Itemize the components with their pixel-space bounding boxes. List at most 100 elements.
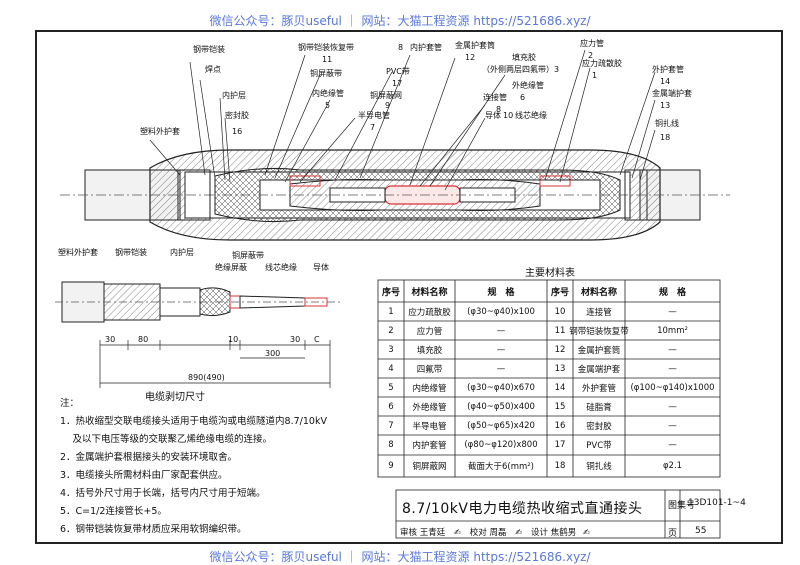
table-cell: (φ30~φ40)x670 [467,382,535,393]
table-cell: 11 [554,325,566,336]
table-cell: 13 [554,363,566,374]
atlas-label: 图集号 [668,501,696,511]
drawing-title: 8.7/10kV电力电缆热收缩式直通接头 [402,501,643,517]
checker-signature: ✍ [515,528,523,538]
label-inner-sheath: 内护层 [222,90,246,100]
dim-890: 890(490) [188,373,225,382]
table-cell: 密封胶 [586,421,612,432]
label-stress-sealant: 应力疏散胶 [582,58,622,68]
table-cell: — [668,440,677,450]
label-sealant: 密封胶 [225,110,249,120]
checker-name: 周磊 [489,528,507,538]
notes-head: 注： [60,398,80,409]
table-cell: (φ40~φ50)x400 [467,401,535,412]
table-cell: 12 [554,344,566,355]
label-core-insulation: 线芯绝缘 [515,110,547,120]
label-n13: 13 [660,101,670,110]
label-steel-armor: 钢带铠装 [193,44,225,54]
label-n17: 17 [392,79,402,88]
label-outer-sheath-tube: 外护套管 [652,64,684,74]
table-cell: 金属端护套 [577,364,621,375]
page-label: 页 [668,529,678,539]
cut-drawing [55,281,340,388]
table-cell: (φ30~φ40)x100 [467,306,535,317]
table-cell: 18 [554,461,566,471]
table-cell: 外绝缘管 [412,402,447,413]
table-cell: 10 [554,306,566,317]
label-inner-sheath-tube: 内护套管 [410,42,442,52]
label-n14: 14 [660,77,670,86]
label-n6: 6 [520,93,525,102]
table-cell: 铜屏蔽网 [412,462,447,472]
table-cell: — [668,420,677,431]
table-cell: 截面大于6(mm²) [467,462,534,472]
cut-title: 电缆剥切尺寸 [145,392,205,403]
table-cell: (φ80~φ120)x800 [464,440,538,450]
label-metal-end-cap: 金属端护套 [652,88,692,98]
table-cell: 3 [388,344,394,355]
label-conductor: 导体 [485,110,501,120]
joint-drawing [60,149,730,241]
table-cell: 半导电管 [412,421,447,432]
table-cell: 15 [554,401,566,412]
table-cell: — [496,344,506,355]
note-5: 5．C=1/2连接管长+5。 [60,506,167,517]
dim-30b: 30 [290,335,300,344]
check-label: 校对 [469,528,487,538]
review-label: 审核 [400,528,418,538]
table-cell: 14 [554,382,566,393]
table-cell: 钢带铠装恢复带 [569,326,629,337]
label-n8-sheath: 8 [398,43,403,52]
table-cell: — [668,401,677,412]
title-block-grid [395,489,721,539]
label-copper-shield-mesh: 铜屏蔽网 [370,90,402,100]
cut-label-steel-armor: 钢带铠装 [115,247,147,257]
table-cell: 应力疏散胶 [408,307,451,318]
label-outer-insulation-tube: 外绝缘管 [512,80,544,90]
table-cell: 内护套管 [412,441,447,451]
note-6: 6．钢带铠装恢复带材质应采用软铜编织带。 [60,524,247,535]
dim-80: 80 [138,335,148,344]
label-n18: 18 [660,133,670,142]
atlas-number: 13D101-1~4 [688,498,746,508]
table-header: 材料名称 [580,287,617,298]
table-cell: 四氟带 [416,364,443,375]
table-cell: 17 [554,440,566,450]
cut-label-conductor: 导体 [313,262,329,272]
table-header: 规 格 [658,287,686,298]
label-sealant-no: 16 [232,127,242,136]
table-cell: 硅脂膏 [586,402,612,413]
label-n12: 12 [465,53,475,62]
table-cell: 内绝缘管 [412,383,447,394]
table-header: 序号 [381,287,400,298]
cut-label-core-insulation: 线芯绝缘 [265,262,297,272]
note-4: 4．括号外尺寸用于长端，括号内尺寸用于短端。 [60,488,266,499]
table-cell: — [496,325,506,336]
table-cell: — [668,363,677,374]
label-copper-shield-tape: 铜屏蔽带 [310,68,342,78]
label-steel-armor-recovery: 钢带铠装恢复带 [298,42,354,52]
dim-30: 30 [105,335,115,344]
watermark-top: 微信公众号：豚贝useful ｜ 网站：大猫工程资源 https://52168… [209,14,591,28]
table-cell: 10mm² [657,325,688,336]
design-label: 设计 [531,528,549,538]
note-2: 2．金属端护套根据接头的安装环境取舍。 [60,452,238,463]
table-header: 规 格 [487,287,515,298]
label-semicon-tube: 半导电管 [358,110,390,120]
signature-row: 审核 王青廷 ✍ 校对 周磊 ✍ 设计 焦鹤男 ✍ [400,526,594,538]
cut-label-insulation-shield: 绝缘屏蔽 [215,262,247,272]
table-cell: 金属护套筒 [577,345,621,356]
watermark-bottom: 微信公众号：豚贝useful ｜ 网站：大猫工程资源 https://52168… [209,550,591,564]
material-table-grid [377,279,721,478]
table-title: 主要材料表 [525,268,575,279]
notes-block: 注： 1．热收缩型交联电缆接头适用于电缆沟或电缆隧道内8.7/10kV 及以下电… [60,395,327,539]
table-cell: 填充胶 [416,345,443,356]
table-cell: 8 [388,440,394,450]
label-n8: 8 [496,105,501,114]
label-filler: 填充胶 [512,52,536,62]
cut-label-copper-shield-tape: 铜屏蔽带 [232,250,264,260]
table-cell: 4 [388,363,394,374]
table-cell: (φ100~φ140)x1000 [630,382,715,393]
table-cell: (φ50~φ65)x420 [467,420,535,431]
